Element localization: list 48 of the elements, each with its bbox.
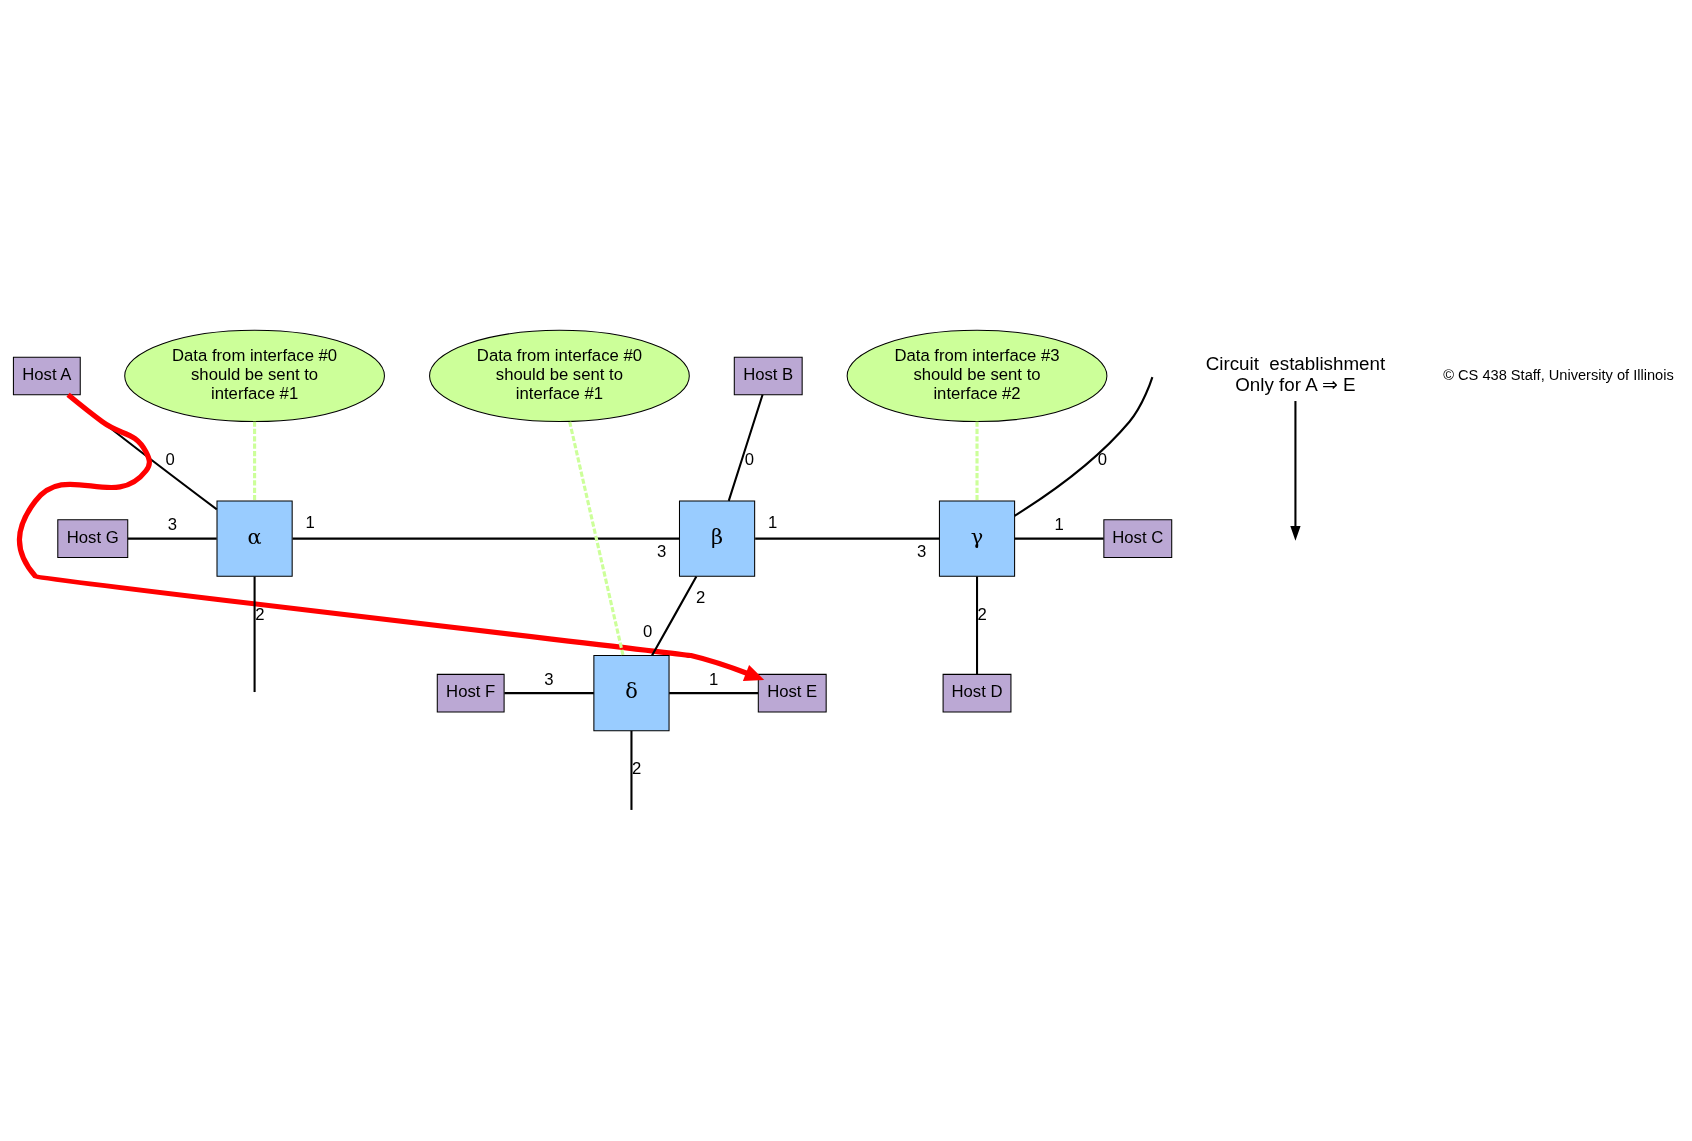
edge-label: 2: [977, 604, 987, 624]
label: 3: [657, 542, 667, 562]
label: © CS 438 Staff, University of Illinois: [1443, 366, 1674, 383]
connector: [504, 692, 594, 695]
label: 0: [643, 621, 653, 641]
node-box: Host F: [436, 673, 505, 713]
node-box: Host G: [57, 519, 129, 558]
connector: [975, 421, 979, 501]
node-box: δ: [593, 655, 670, 732]
connector: [568, 421, 625, 656]
node-box: γ: [938, 500, 1016, 577]
connector: [1014, 376, 1154, 517]
node-box: Host D: [942, 673, 1012, 713]
connector: [630, 730, 633, 810]
node-ellipse: Data from interface #3 should be sent to interface #2: [846, 329, 1108, 423]
node-box: Host B: [733, 356, 803, 396]
edge-label: 2: [255, 604, 265, 624]
node-box: Host C: [1103, 519, 1173, 558]
edge-label: 2: [632, 759, 642, 779]
edge-label: 1: [1054, 515, 1064, 535]
edge-label: 0: [165, 450, 175, 470]
edge-label: 0: [744, 450, 755, 470]
label: 1: [305, 512, 315, 532]
node-box: β: [678, 500, 756, 577]
connector: [755, 537, 940, 540]
node-box: Host E: [757, 673, 827, 713]
edge-label: 3: [167, 515, 178, 535]
connector: [669, 692, 759, 695]
label: 1: [768, 512, 778, 532]
node-box: Host A: [12, 356, 81, 396]
label: 3: [917, 542, 927, 562]
edge-label: 0: [1097, 450, 1107, 470]
connector: [651, 576, 698, 657]
connector: [975, 576, 979, 674]
connector: [253, 576, 256, 693]
connector: [292, 537, 680, 540]
edge-label: 3: [544, 669, 554, 689]
connector: [727, 394, 764, 502]
connector: [1014, 537, 1104, 540]
edge-label: 1: [709, 669, 719, 689]
label: 2: [695, 588, 706, 608]
node-text: Circuit establishment Only for A ⇒ E: [1205, 353, 1386, 395]
connector: [127, 537, 217, 540]
arrow: [1290, 401, 1301, 541]
node-ellipse: Data from interface #0 should be sent to interface #1: [124, 329, 385, 423]
node-box: α: [216, 500, 293, 577]
connector: [253, 421, 257, 501]
node-ellipse: Data from interface #0 should be sent to interface #1: [429, 329, 690, 423]
